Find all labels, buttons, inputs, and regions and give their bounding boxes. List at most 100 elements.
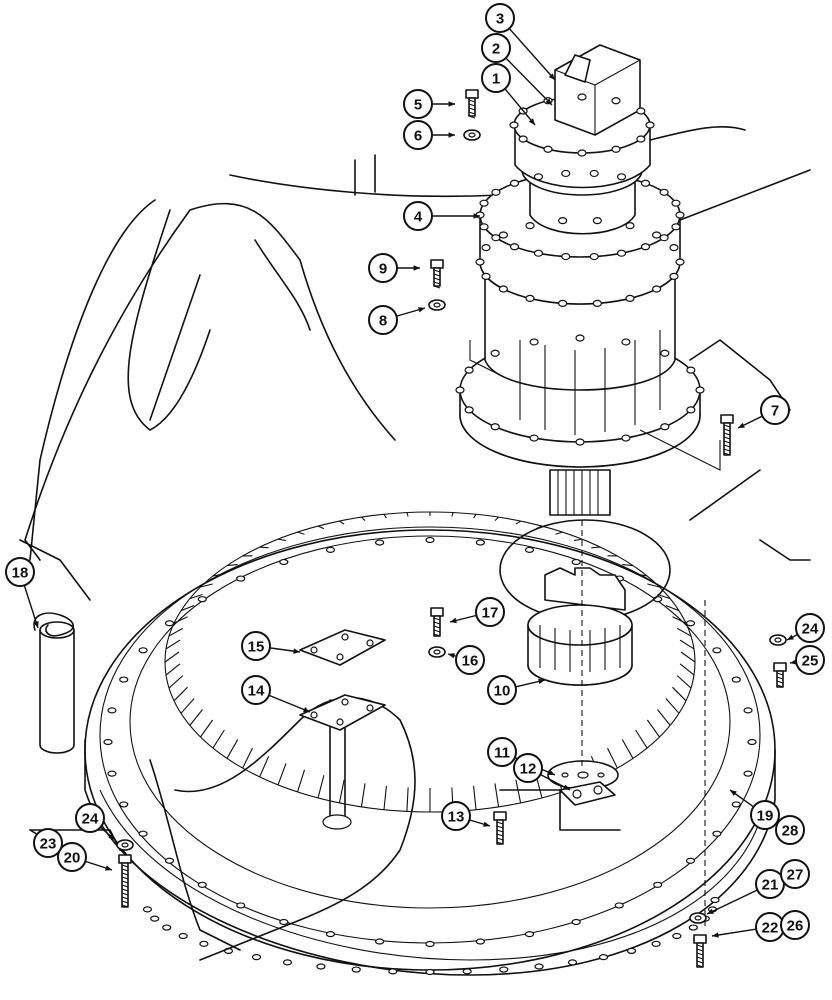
gear-tooth: [622, 564, 634, 567]
flange-bolt: [498, 285, 508, 293]
bolt-hole: [614, 902, 624, 909]
flange-bolt: [616, 249, 627, 257]
flange-bolt: [675, 211, 685, 219]
flange-bolt: [558, 299, 568, 307]
cover-plate-14: [299, 694, 386, 731]
callout-28: 28: [775, 815, 805, 845]
flange-bolt: [592, 217, 602, 225]
bolt-hole: [499, 966, 509, 973]
callout-16: 16: [447, 645, 485, 675]
flange-bolt: [616, 173, 627, 181]
gear-tooth: [226, 739, 239, 759]
flange-bolt: [589, 169, 599, 178]
bolt-hole: [150, 915, 160, 922]
gear-tooth: [168, 627, 184, 637]
gear-tooth: [277, 538, 287, 542]
callout-label: 20: [64, 850, 81, 867]
flange-bolt: [695, 386, 705, 394]
callout-label: 4: [414, 209, 423, 226]
flange-bolt: [561, 169, 571, 178]
callout-14: 14: [241, 675, 311, 713]
gear-tooth: [555, 531, 563, 535]
gear-tooth: [679, 663, 695, 676]
bolt-hole: [138, 830, 148, 837]
bolt-hole: [316, 963, 326, 970]
gear-tooth: [361, 516, 366, 522]
gear-tooth: [317, 525, 325, 530]
callout-label: 16: [462, 653, 479, 670]
gear-tooth: [680, 651, 696, 663]
flange-bolt: [558, 217, 568, 225]
callout-25: 25: [789, 645, 825, 675]
gear-tooth: [200, 719, 214, 738]
bolt-hole: [743, 707, 753, 714]
washer-8: [428, 299, 446, 311]
washer-24-left: [116, 839, 134, 851]
washer-24-right: [769, 634, 787, 646]
callout-label: 24: [82, 811, 99, 828]
callout-label: 24: [802, 621, 819, 638]
bolt-hole: [651, 940, 661, 947]
gear-tooth: [647, 583, 660, 588]
gear-tooth: [180, 698, 195, 714]
gear-tooth: [317, 775, 325, 799]
bolt-hole: [688, 924, 698, 931]
flange-bolt: [671, 199, 681, 207]
flange-bolt: [660, 349, 670, 357]
flange-bolt: [640, 179, 651, 187]
bolt-hole: [571, 918, 581, 926]
bolt-hole: [119, 801, 129, 808]
flange-bolt: [491, 234, 501, 242]
callout-label: 22: [762, 920, 779, 937]
bolt-hole: [107, 707, 117, 714]
bolt-hole: [279, 918, 289, 926]
gear-tooth: [189, 594, 203, 600]
gear-tooth: [665, 698, 680, 714]
callout-17: 17: [449, 597, 505, 627]
callout-2: 2: [481, 33, 553, 106]
flange-bolt: [533, 249, 544, 257]
gear-tooth: [621, 739, 634, 759]
gear-tooth: [296, 769, 306, 793]
callout-21: 21: [706, 869, 785, 915]
callout-label: 28: [782, 823, 799, 840]
callout-label: 12: [520, 761, 537, 778]
gear-tooth: [665, 604, 680, 612]
bolt-hole: [462, 968, 472, 975]
bolt-hole: [524, 931, 535, 938]
bolt-hole: [375, 938, 385, 945]
bolt-hole: [375, 539, 385, 546]
bolt-hole: [197, 596, 207, 603]
gear-tooth: [212, 573, 225, 577]
gear-tooth: [672, 616, 687, 624]
flange-bolt: [611, 97, 621, 105]
flange-bolt: [675, 258, 685, 266]
flange-bolt: [669, 244, 679, 252]
flange-bolt: [671, 223, 681, 231]
gear-tooth: [242, 747, 254, 769]
bolt-hole: [685, 857, 696, 864]
callout-7: 7: [737, 395, 790, 429]
callout-label: 10: [494, 683, 511, 700]
bolt-hole: [672, 932, 682, 940]
bolt-hole: [653, 881, 663, 888]
swing-reduction-gearbox: [459, 44, 701, 516]
flange-bolt: [686, 366, 696, 374]
gear-tooth: [259, 755, 270, 778]
gear-tooth: [679, 639, 695, 650]
flange-bolt: [686, 406, 696, 414]
hardware: [116, 89, 787, 968]
gear-tooth: [164, 651, 180, 663]
callout-20: 20: [57, 842, 113, 872]
bolt-hole: [325, 546, 336, 553]
callout-3: 3: [485, 3, 556, 81]
bolt-hole: [712, 830, 722, 837]
washer-6: [463, 129, 481, 141]
callout-label: 19: [757, 808, 774, 825]
flange-bolt: [636, 107, 646, 115]
callout-15: 15: [241, 631, 301, 661]
callouts: 1234567891011121314151617181920212223242…: [5, 3, 825, 942]
bolt-hole: [425, 968, 435, 976]
gear-tooth: [406, 512, 409, 517]
